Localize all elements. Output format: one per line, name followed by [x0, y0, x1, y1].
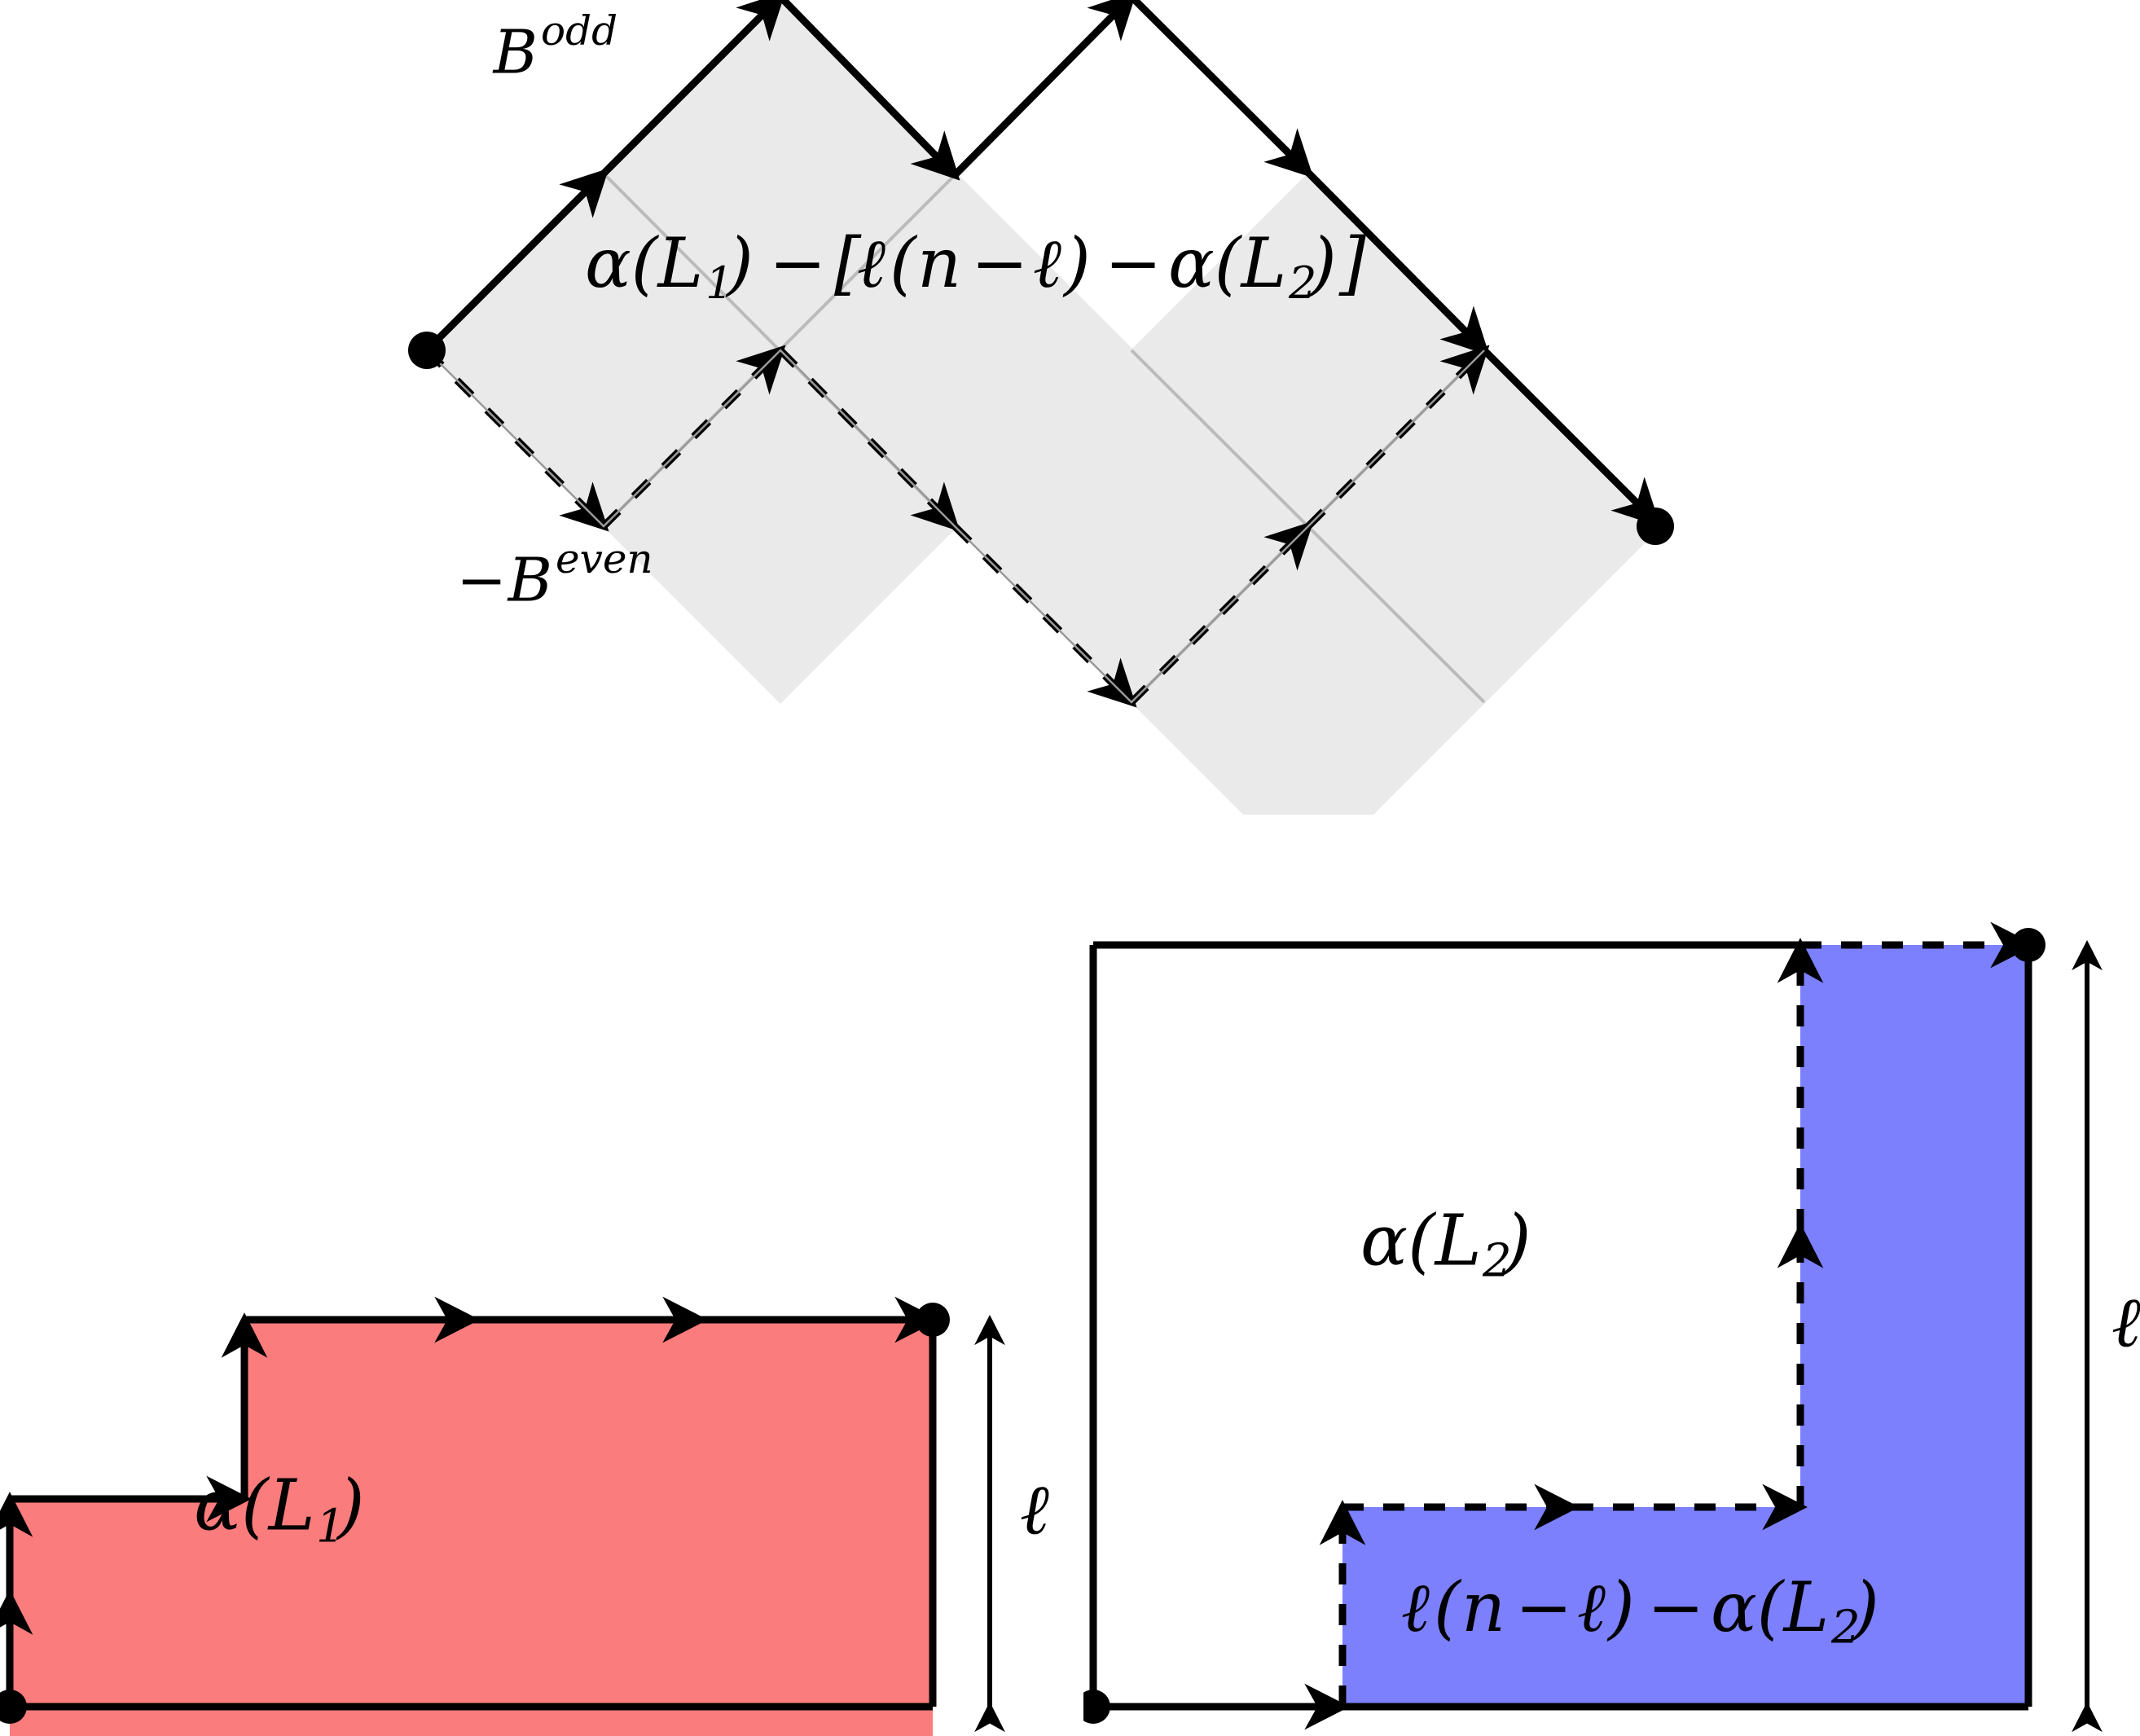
left-region-label: α(L 1 ) [194, 1466, 365, 1554]
right-staircase-path [1093, 921, 2036, 1730]
formula-close2: ) [1308, 223, 1337, 303]
formula-minus2: − [971, 223, 1028, 303]
right-lower-n: n [1461, 1567, 1505, 1647]
b-even-label-base: B [507, 545, 552, 615]
diamond-strip-outline [426, 349, 1485, 704]
top-end-dot [1637, 508, 1674, 545]
right-upper-close: ) [1502, 1201, 1531, 1282]
formula-ell: ℓ [857, 223, 885, 303]
left-start-dot [0, 1690, 27, 1724]
right-lower-minus2: − [1647, 1567, 1704, 1647]
left-end-dot [916, 1303, 950, 1337]
formula-close1: ) [725, 223, 754, 303]
right-upper-region-label: α(L 2 ) [1360, 1201, 1531, 1288]
right-lower-region-label: ℓ ( n − ℓ ) − α(L 2 ) [1401, 1567, 1879, 1655]
b-even-label-superscript: even [556, 535, 653, 582]
top-start-dot [408, 332, 446, 369]
left-staircase-path [0, 1296, 940, 1707]
right-lower-minus1: − [1515, 1567, 1572, 1647]
right-upper-sub: 2 [1482, 1235, 1512, 1288]
left-staircase-panel: α(L 1 ) ℓ n − ℓ [0, 1296, 1049, 1736]
b-odd-path [424, 0, 1661, 527]
right-height-label: ℓ [2111, 1282, 2140, 1364]
b-odd-label-group: B odd [492, 7, 618, 87]
b-even-label-group: − B even [456, 535, 653, 615]
right-lower-alpha: α(L [1711, 1567, 1829, 1647]
formula-sub1: 1 [705, 257, 733, 309]
formula-close-paren: ) [1062, 223, 1091, 303]
right-region-fill [1342, 945, 2028, 1707]
left-label-alpha: α(L [194, 1466, 315, 1547]
right-box-outline [1089, 941, 2032, 1711]
b-even-label-minus: − [456, 545, 507, 615]
right-lower-sub: 2 [1830, 1602, 1861, 1655]
b-odd-label-superscript: odd [541, 7, 617, 55]
right-upper-alpha: α(L [1360, 1201, 1482, 1282]
right-lower-ell2: ℓ [1577, 1567, 1606, 1647]
b-odd-label-base: B [492, 17, 538, 87]
formula-open-paren: ( [890, 223, 918, 303]
right-lower-open: ( [1434, 1567, 1462, 1647]
formula-minus3: − [1105, 223, 1162, 303]
right-staircase-panel: α(L 2 ) ℓ ( n − ℓ ) − α(L 2 ) ℓ n − [1083, 921, 2140, 1733]
formula-n: n [917, 223, 961, 303]
right-lower-close2: ) [1851, 1567, 1879, 1647]
left-label-sub: 1 [316, 1501, 345, 1554]
formula-minus1: − [769, 223, 826, 303]
top-diamond-panel: B odd − B even α(L 1 ) − [ ℓ ( n − ℓ ) −… [408, 0, 1674, 815]
top-center-formula: α(L 1 ) − [ ℓ ( n − ℓ ) − α(L 2 ) ] [585, 223, 1366, 309]
formula-ell2: ℓ [1033, 223, 1061, 303]
formula-sub2: 2 [1288, 257, 1316, 309]
left-region-body [10, 1320, 933, 1707]
formula-alpha1: α(L [585, 223, 703, 303]
right-lower-ell: ℓ [1401, 1567, 1430, 1647]
right-lower-close: ) [1606, 1567, 1635, 1647]
right-end-dot [2011, 928, 2046, 962]
left-label-close: ) [336, 1466, 365, 1547]
formula-alpha2: α(L [1168, 223, 1286, 303]
right-start-dot [1083, 1690, 1110, 1724]
formula-bracket-close: ] [1338, 223, 1366, 303]
formula-bracket-open: [ [834, 223, 862, 303]
left-height-label: ℓ [1020, 1470, 1049, 1551]
